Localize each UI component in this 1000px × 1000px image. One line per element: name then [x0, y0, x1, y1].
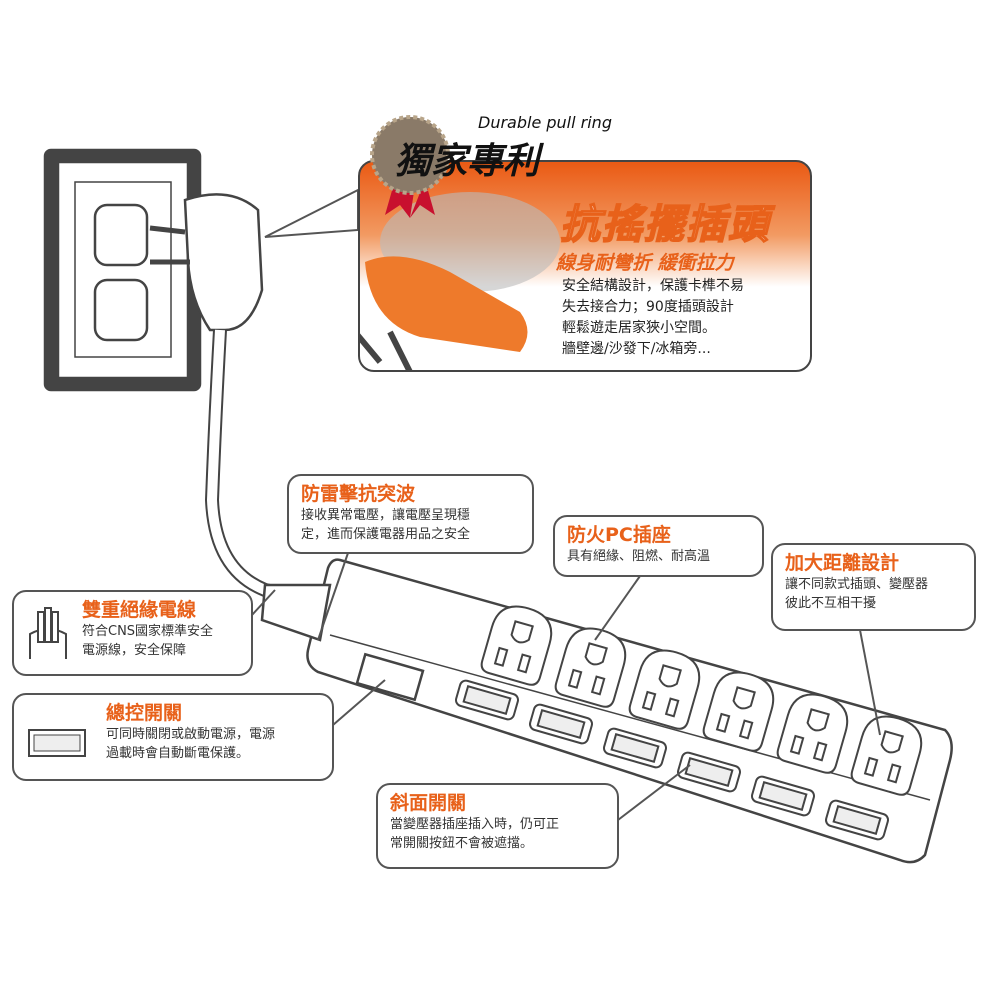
outlet-socket [702, 671, 775, 752]
callout-slant-switch: 斜面開關 當變壓器插座插入時，仍可正 常開關按鈕不會被遮擋。 [376, 783, 619, 869]
outlet-switch[interactable] [751, 775, 816, 817]
master-switch[interactable] [355, 652, 425, 702]
callout-text: 彼此不互相干擾 [785, 596, 877, 611]
feature-banner: 抗搖擺插頭 線身耐彎折 緩衝拉力 安全結構設計，保護卡榫不易 失去接合力；90度… [358, 160, 812, 372]
callout-text: 過載時會自動斷電保護。 [106, 746, 250, 761]
outlet-socket [776, 693, 849, 774]
callout-master-switch: 總控開關 可同時關閉或啟動電源，電源 過載時會自動斷電保護。 [12, 693, 334, 781]
callout-pc-socket: 防火PC插座 具有絕緣、阻燃、耐高溫 [553, 515, 764, 577]
callout-text: 可同時關閉或啟動電源，電源 [106, 727, 276, 742]
outlet-socket [480, 605, 553, 686]
banner-title: 抗搖擺插頭 [559, 201, 770, 249]
callout-text: 接收異常電壓，讓電壓呈現穩 [301, 508, 471, 523]
callout-title: 雙重絕緣電線 [82, 599, 197, 621]
outlet-switch[interactable] [603, 727, 668, 769]
outlet-socket [554, 627, 627, 708]
callout-title: 加大距離設計 [785, 552, 900, 574]
desc-line: 牆壁邊/沙發下/冰箱旁... [562, 341, 711, 357]
callout-title: 防火PC插座 [567, 524, 671, 546]
pull-ring-label: Durable pull ring [478, 113, 612, 132]
desc-line: 失去接合力；90度插頭設計 [562, 299, 734, 315]
cable-icon [29, 607, 67, 659]
callout-text: 具有絕緣、阻燃、耐高溫 [567, 549, 711, 564]
callout-cable: 雙重絕緣電線 符合CNS國家標準安全 電源線，安全保障 [12, 590, 253, 676]
outlet-socket [628, 649, 701, 730]
callout-text: 讓不同款式插頭、變壓器 [785, 577, 929, 592]
callout-distance: 加大距離設計 讓不同款式插頭、變壓器 彼此不互相干擾 [771, 543, 976, 631]
wall-socket-icon [93, 203, 149, 267]
switch-icon [28, 729, 86, 757]
banner-description: 安全結構設計，保護卡榫不易 失去接合力；90度插頭設計 輕鬆遊走居家狹小空間。 … [562, 276, 744, 360]
callout-surge: 防雷擊抗突波 接收異常電壓，讓電壓呈現穩 定，進而保護電器用品之安全 [287, 474, 534, 554]
callout-title: 總控開關 [106, 702, 183, 724]
callout-title: 斜面開關 [390, 792, 467, 814]
callout-text: 定，進而保護電器用品之安全 [301, 527, 471, 542]
award-badge-icon [370, 115, 450, 218]
desc-line: 安全結構設計，保護卡榫不易 [562, 278, 744, 294]
outlet-switch[interactable] [529, 703, 594, 745]
callout-title: 防雷擊抗突波 [301, 483, 416, 505]
banner-subtitle: 線身耐彎折 緩衝拉力 [556, 252, 734, 274]
desc-line: 輕鬆遊走居家狹小空間。 [562, 320, 716, 336]
outlet-socket [850, 715, 923, 796]
outlet-switch[interactable] [455, 679, 520, 721]
callout-text: 常開關按鈕不會被遮擋。 [390, 836, 534, 851]
plug-icon [183, 193, 264, 332]
pivot-plug-icon [360, 192, 560, 370]
outlet-switch[interactable] [825, 799, 890, 841]
wall-socket-icon [93, 278, 149, 342]
patent-label: 獨家專利 [395, 141, 540, 182]
callout-text: 當變壓器插座插入時，仍可正 [390, 817, 560, 832]
callout-text: 電源線，安全保障 [82, 643, 187, 658]
callout-text: 符合CNS國家標準安全 [82, 624, 214, 639]
